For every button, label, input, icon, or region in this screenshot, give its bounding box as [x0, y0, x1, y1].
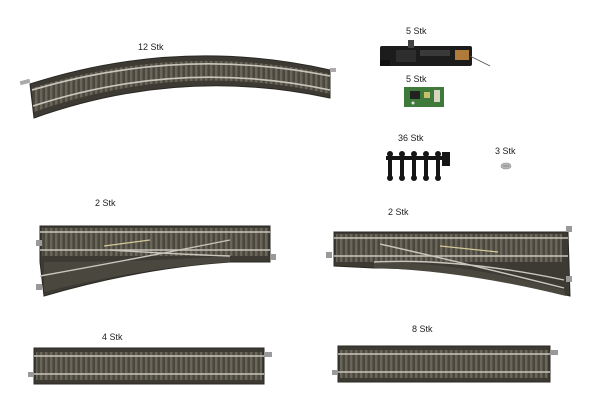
clips-count: 36 Stk: [398, 133, 424, 143]
decoder-count: 5 Stk: [406, 74, 427, 84]
straight-track-right-count: 8 Stk: [412, 324, 433, 334]
straight-track-left-count: 4 Stk: [102, 332, 123, 342]
screws-count: 3 Stk: [495, 146, 516, 156]
right-turnout-count: 2 Stk: [388, 207, 409, 217]
curved-track-count: 12 Stk: [138, 42, 164, 52]
left-turnout-count: 2 Stk: [95, 198, 116, 208]
turnout-motor-count: 5 Stk: [406, 26, 427, 36]
